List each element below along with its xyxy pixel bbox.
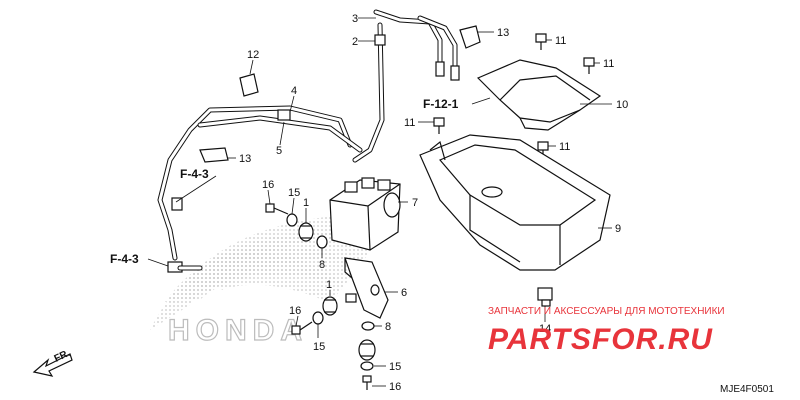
bolt-11-d: [537, 141, 549, 158]
callout-11-a: 11: [555, 35, 566, 47]
pipe-joint-2: [374, 34, 386, 46]
callout-2: 2: [352, 36, 358, 48]
damper-1-upper: [298, 222, 314, 242]
callout-15-bottom: 15: [389, 361, 401, 373]
grommet-8-lower: [361, 321, 375, 331]
bolt-small-lower: [345, 293, 357, 303]
brake-pipe-3: [352, 9, 460, 163]
callout-16-upper: 16: [262, 179, 274, 191]
abs-modulator-7: [329, 177, 401, 251]
callout-15-lower: 15: [313, 341, 325, 353]
honda-brand-text: HONDA: [168, 314, 308, 347]
callout-14: 14: [539, 323, 551, 335]
washer-15-upper: [286, 213, 298, 227]
callout-1-lower: 1: [326, 279, 332, 291]
callout-7: 7: [412, 197, 418, 209]
damper-1-lower: [322, 296, 338, 316]
callout-15-upper: 15: [288, 187, 300, 199]
watermark-tagline: ЗАПЧАСТИ И АКСЕССУАРЫ ДЛЯ МОТОТЕХНИКИ: [488, 306, 725, 317]
abs-tray-9: [419, 134, 611, 271]
ref-f-4-3-lower[interactable]: F-4-3: [110, 252, 139, 266]
callout-1-upper: 1: [303, 197, 309, 209]
washer-15-bottom: [360, 361, 374, 371]
leader-lines: [147, 17, 612, 387]
bolt-11-a: [535, 33, 547, 50]
clip-13-top: [459, 25, 481, 49]
clip-12: [239, 73, 259, 97]
callout-3: 3: [352, 13, 358, 25]
callout-11-b: 11: [603, 58, 614, 70]
bracket-6: [344, 257, 389, 319]
clip-13-left: [199, 147, 229, 163]
callout-9: 9: [615, 223, 621, 235]
callout-11-d: 11: [559, 141, 570, 153]
grommet-8-upper: [316, 235, 328, 249]
watermark-logo: PARTSFOR.RU: [488, 323, 713, 356]
brake-hose-4-5: [157, 105, 363, 273]
callout-13-top: 13: [497, 27, 509, 39]
callout-6: 6: [401, 287, 407, 299]
callout-13-left: 13: [239, 153, 251, 165]
callout-12: 12: [247, 49, 259, 61]
ref-f-12-1[interactable]: F-12-1: [423, 97, 459, 111]
bolt-11-b: [583, 57, 595, 74]
front-arrow-icon: [32, 353, 73, 377]
modulator-cover-10: [476, 59, 602, 131]
bolt-16-upper: [265, 203, 289, 215]
washer-15-lower: [312, 311, 324, 325]
clip-14: [537, 287, 553, 307]
callout-10: 10: [616, 99, 628, 111]
ref-f-4-3-upper[interactable]: F-4-3: [180, 167, 209, 181]
callout-16-bottom: 16: [389, 381, 401, 393]
bolt-16-bottom: [362, 375, 372, 390]
callout-5: 5: [276, 145, 282, 157]
callout-8-upper: 8: [319, 259, 325, 271]
front-direction-label: FR.: [53, 348, 72, 365]
diagram-code: MJE4F0501: [720, 384, 774, 395]
callout-16-lower: 16: [289, 305, 301, 317]
callout-numbers: 3 2 13 11 11 12 4 10 11 5 13 11 16 15 1 …: [239, 13, 628, 393]
callout-4: 4: [291, 85, 297, 97]
damper-lower-stack: [358, 339, 376, 361]
callout-8-lower: 8: [385, 321, 391, 333]
bolt-11-c: [433, 117, 445, 134]
callout-11-c: 11: [404, 117, 415, 129]
